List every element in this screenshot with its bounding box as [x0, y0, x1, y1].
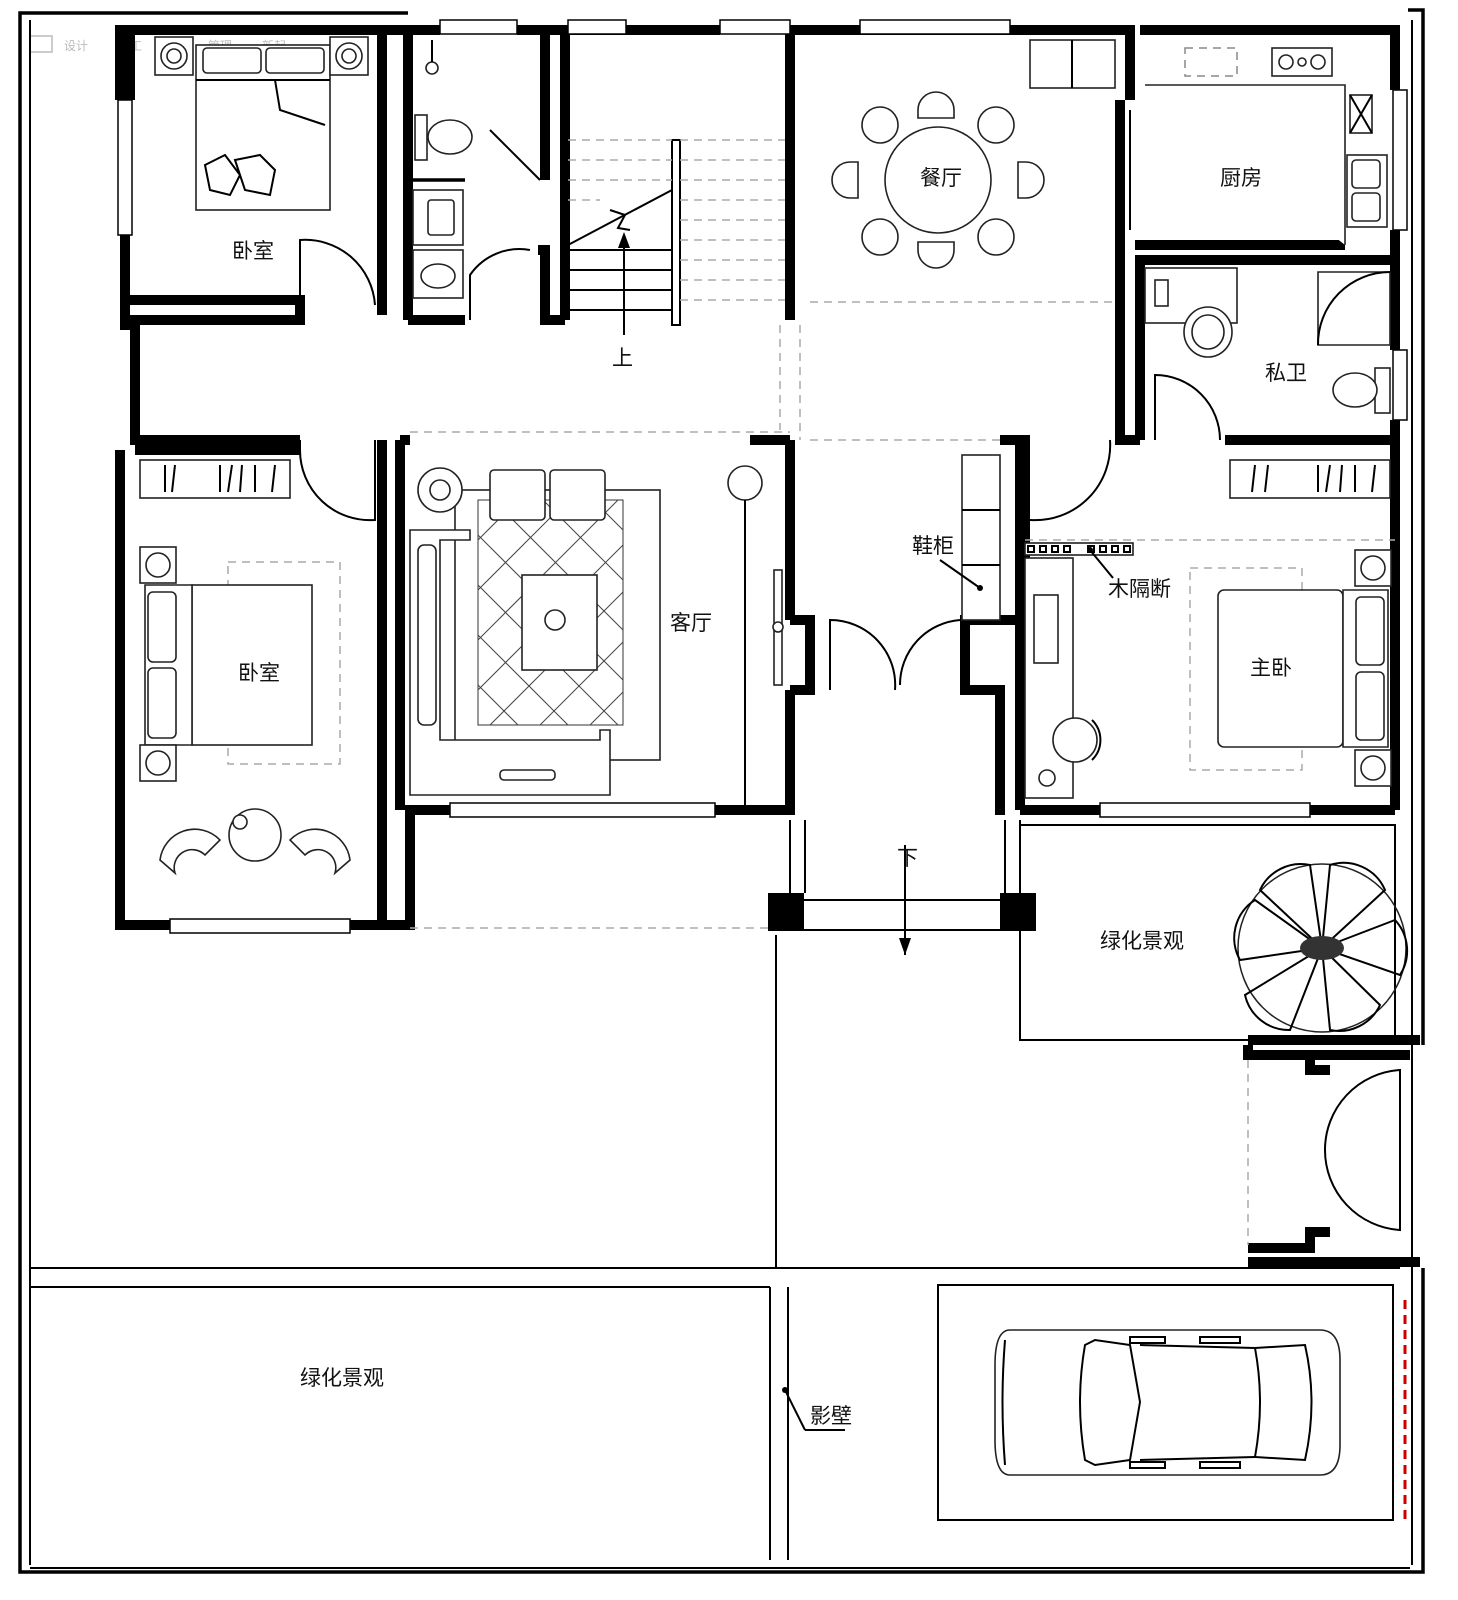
kitchen-sink-icon — [1346, 154, 1388, 228]
nightstand-lamp-icon — [139, 744, 177, 782]
house-walls — [115, 25, 1420, 1267]
room-label-garden-bottom: 绿化景观 — [300, 1366, 384, 1390]
room-label-private-bath: 私卫 — [1265, 361, 1307, 385]
windows — [117, 19, 1408, 934]
room-label-living-room: 客厅 — [670, 611, 712, 635]
room-label-bedroom-left: 卧室 — [238, 661, 280, 685]
living-room-furniture — [409, 465, 784, 805]
dining-table — [831, 39, 1116, 269]
sofa-icon — [409, 529, 611, 796]
kitchen-fixtures — [1145, 47, 1388, 245]
bathroom-fixtures — [412, 40, 473, 299]
armchair-icon — [288, 828, 351, 876]
stove-icon — [1271, 47, 1333, 77]
dashed-guides — [410, 301, 1395, 929]
room-label-bedroom-top-left: 卧室 — [232, 239, 274, 263]
room-label-kitchen: 厨房 — [1220, 166, 1262, 190]
room-label-dining-room: 餐厅 — [920, 166, 962, 190]
entrance-down-label: 下 — [897, 846, 918, 870]
shoe-cabinet-label: 鞋柜 — [912, 534, 954, 558]
nightstand-lamp-icon — [154, 36, 194, 76]
private-bath-fixtures — [1144, 267, 1391, 414]
tv-icon — [772, 569, 784, 686]
room-labels: 卧室 卧室 客厅 餐厅 厨房 私卫 主卧 绿化景观 绿化景观 上 下 鞋柜 木隔… — [232, 166, 1307, 1428]
washing-machine-icon — [412, 189, 464, 246]
partition-icon — [1024, 542, 1134, 556]
nightstand-lamp-icon — [1354, 749, 1392, 787]
nightstand-lamp-icon — [1354, 549, 1392, 587]
staircase — [567, 139, 785, 335]
armchair-icon — [159, 828, 222, 876]
site-boundary — [18, 8, 1425, 1574]
nightstand-lamp-icon — [329, 36, 369, 76]
toilet-icon — [1332, 367, 1391, 414]
sink-icon — [412, 249, 464, 299]
doors — [298, 110, 1401, 1232]
master-bedroom-furniture — [1024, 459, 1392, 799]
toilet-icon — [1183, 306, 1233, 358]
stairs-up-label: 上 — [612, 346, 633, 370]
desk-chair-icon — [1052, 717, 1102, 763]
nightstand-lamp-icon — [139, 546, 177, 584]
watermark-text-1: 设计 — [64, 39, 88, 53]
screen-wall-label: 影壁 — [810, 1404, 852, 1428]
bedroom-left-furniture — [139, 459, 351, 876]
car-icon — [937, 1284, 1394, 1521]
pillar-left — [768, 893, 804, 931]
wood-partition-label: 木隔断 — [1108, 577, 1171, 601]
tree-icon — [1233, 861, 1409, 1033]
pillar-right — [1000, 893, 1036, 931]
bedroom-top-left-furniture — [154, 36, 369, 211]
toilet-icon — [414, 114, 473, 161]
room-label-garden-right: 绿化景观 — [1100, 929, 1184, 953]
entry-fixtures — [899, 454, 1001, 955]
room-label-master-bedroom: 主卧 — [1250, 656, 1292, 680]
